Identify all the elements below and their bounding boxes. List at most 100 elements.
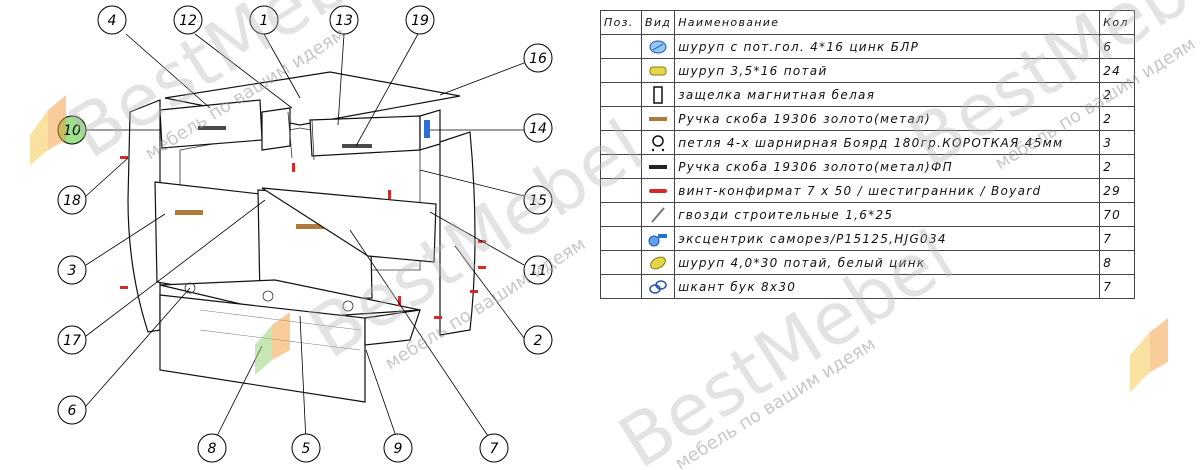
callout-13: 13 [329,5,359,35]
screw-countersunk-icon [640,58,676,83]
part-qty: 7 [1099,226,1136,251]
part-name: Ручка скоба 19306 золото(метал) [674,106,1101,131]
part-qty: 7 [1099,274,1136,299]
callout-16: 16 [523,43,553,73]
parts-table: Поз. Вид Наименование Кол шуруп с пот.го… [600,10,1136,299]
part-name: шуруп с пот.гол. 4*16 цинк БЛР [674,34,1101,59]
bottom-drawer-box [364,309,421,346]
part-name: эксцентрик саморез/P15125,HJG034 [674,226,1101,251]
header-name: Наименование [674,10,1101,35]
part-qty: 2 [1099,154,1136,179]
screw-round-head-icon [640,34,676,59]
gold-handle-icon [640,106,676,131]
pos-cell [600,130,642,155]
handle-fp-icon [640,154,676,179]
svg-text:7: 7 [490,441,499,457]
svg-text:10: 10 [63,123,81,139]
svg-text:14: 14 [529,121,547,137]
part-qty: 3 [1099,130,1136,155]
table-row: Ручка скоба 19306 золото(метал)ФП 2 [600,154,1136,179]
part-qty: 29 [1099,178,1136,203]
part-qty: 6 [1099,34,1136,59]
door-handle-gold-left [175,210,203,215]
svg-text:3: 3 [68,263,77,279]
callout-19: 19 [405,5,435,35]
table-row: шуруп 3,5*16 потай 24 [600,58,1136,83]
part-name: защелка магнитная белая [674,82,1101,107]
table-row: гвозди строительные 1,6*25 70 [600,202,1136,227]
upper-right-drawer [309,115,421,157]
eccentric-hole [262,290,274,302]
svg-text:19: 19 [411,13,429,29]
pos-cell [600,202,642,227]
assembly-drawing: 4 12 1 13 19 16 10 14 18 15 3 11 17 2 6 … [57,5,553,463]
part-name: петля 4-х шарнирная Боярд 180гр.КОРОТКАЯ… [674,130,1101,155]
pos-cell [600,250,642,275]
watermark-tagline-text: мебель по вашим идеям [672,334,880,470]
callout-10: 10 [57,115,87,145]
callout-7: 7 [479,433,509,463]
door-handle-gold-right [296,224,324,229]
callout-2: 2 [523,325,553,355]
table-row: петля 4-х шарнирная Боярд 180гр.КОРОТКАЯ… [600,130,1136,155]
drawer-slide-clip [424,120,430,138]
svg-text:11: 11 [529,263,547,279]
part-name: шуруп 4,0*30 потай, белый цинк [674,250,1101,275]
svg-text:2: 2 [534,333,543,349]
callout-14: 14 [523,113,553,143]
callout-12: 12 [173,5,203,35]
upper-left-drawer [159,99,263,149]
table-row: защелка магнитная белая 2 [600,82,1136,107]
svg-text:1: 1 [260,13,269,29]
pos-cell [600,82,642,107]
eccentric-icon [640,226,676,251]
svg-text:8: 8 [208,441,217,457]
confirmat-screw-icon [640,178,676,203]
leader-lines [85,33,525,443]
svg-text:18: 18 [63,193,81,209]
part-qty: 2 [1099,106,1136,131]
part-name: гвозди строительные 1,6*25 [674,202,1101,227]
header-pos: Поз. [600,10,642,35]
table-row: шуруп с пот.гол. 4*16 цинк БЛР 6 [600,34,1136,59]
pos-cell [600,154,642,179]
table-row: винт-конфирмат 7 х 50 / шестигранник / B… [600,178,1136,203]
svg-text:12: 12 [179,13,197,29]
callout-8: 8 [197,433,227,463]
callout-4: 4 [97,5,127,35]
left-side-panel [127,99,161,333]
pos-cell [600,106,642,131]
part-name: винт-конфирмат 7 х 50 / шестигранник / B… [674,178,1101,203]
eccentric-hole [184,282,196,294]
svg-text:4: 4 [108,13,117,29]
pos-cell [600,178,642,203]
svg-text:16: 16 [529,51,547,67]
pos-cell [600,274,642,299]
callout-15: 15 [523,185,553,215]
table-row: шуруп 4,0*30 потай, белый цинк 8 [600,250,1136,275]
drawer-handle-right [342,144,372,148]
parts-table-header: Поз. Вид Наименование Кол [600,10,1136,35]
callout-5: 5 [291,433,321,463]
callout-3: 3 [57,255,87,285]
callout-9: 9 [383,433,413,463]
center-partition [287,111,315,161]
callout-11: 11 [523,255,553,285]
pos-cell [600,226,642,251]
part-name: шкант бук 8х30 [674,274,1101,299]
screw-white-zinc-icon [640,250,676,275]
part-qty: 2 [1099,82,1136,107]
shelf-panel [261,187,437,263]
pos-cell [600,34,642,59]
upper-left-drawer-front [261,107,291,151]
part-qty: 8 [1099,250,1136,275]
callout-6: 6 [57,395,87,425]
hinge-icon [640,130,676,155]
header-view: Вид [640,10,676,35]
callout-1: 1 [249,5,279,35]
table-row: шкант бук 8х30 7 [600,274,1136,299]
part-qty: 70 [1099,202,1136,227]
part-name: шуруп 3,5*16 потай [674,58,1101,83]
svg-text:6: 6 [68,403,77,419]
table-row: эксцентрик саморез/P15125,HJG034 7 [600,226,1136,251]
